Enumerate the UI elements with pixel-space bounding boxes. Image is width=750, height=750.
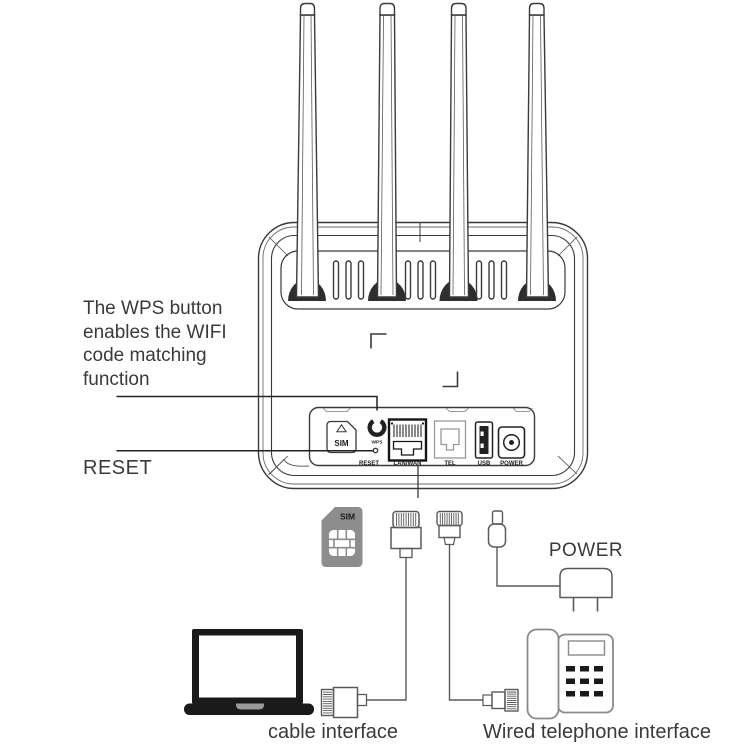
sim-card-icon: SIM: [321, 507, 363, 567]
laptop-icon: [184, 629, 314, 715]
power-port-label: POWER: [500, 461, 523, 467]
lan-wan-port-icon: [387, 418, 428, 462]
panel-notches: [322, 407, 533, 412]
wps-leader-line: [116, 395, 378, 411]
phone-tel-connector: [482, 688, 519, 712]
lan-cable: [366, 557, 407, 701]
wps-description-label: The WPS button enables the WIFI code mat…: [83, 298, 227, 390]
power-cable: [496, 547, 560, 587]
reset-annotation-label: RESET: [83, 457, 153, 479]
leader-lines: [116, 395, 419, 498]
wps-button-icon: WPS: [367, 419, 387, 446]
antennas: [295, 2, 550, 298]
antenna-icon: [295, 2, 320, 298]
power-jack-icon: [497, 426, 526, 459]
laptop-lan-connector: [320, 686, 368, 719]
power-plug-connector: [487, 510, 560, 587]
wps-button-label: WPS: [372, 440, 384, 446]
ports-panel: SIM WPS: [308, 406, 536, 467]
antenna-icon: [448, 2, 470, 298]
adapter-prongs: [572, 597, 599, 612]
power-label: POWER: [548, 540, 624, 561]
telephone-icon: [526, 628, 614, 720]
sim-eject-triangle-icon: [335, 423, 348, 433]
usb-port-icon: [474, 421, 494, 459]
power-adapter-icon: [559, 567, 613, 612]
cable-interface-label: cable interface: [267, 721, 399, 743]
tel-port-icon: [433, 420, 467, 459]
lan-cable-connector: [366, 510, 422, 701]
label-corner-marks: [370, 333, 459, 388]
telephone-interface-label: Wired telephone interface: [483, 721, 711, 743]
port-labels: RESET LAN/WAN TEL USB POWER: [359, 461, 524, 467]
phone-keypad: [566, 666, 603, 697]
corner-bevels: [268, 236, 578, 475]
sim-slot-label: SIM: [334, 439, 349, 448]
router-body: [257, 221, 589, 490]
sim-card-label: SIM: [340, 512, 355, 522]
bottom-left-curl: [268, 458, 310, 476]
antenna-icon: [376, 2, 398, 298]
tel-cable: [448, 544, 483, 701]
antenna-icon: [525, 2, 550, 298]
vent-panel: [280, 250, 566, 310]
reset-port-label: RESET: [359, 461, 379, 467]
usb-port-label: USB: [478, 461, 491, 467]
tel-port-label: TEL: [444, 461, 456, 467]
lanwan-port-label: LAN/WAN: [394, 461, 422, 467]
tel-cable-connector: [436, 510, 483, 701]
vent-slots: [332, 260, 508, 300]
